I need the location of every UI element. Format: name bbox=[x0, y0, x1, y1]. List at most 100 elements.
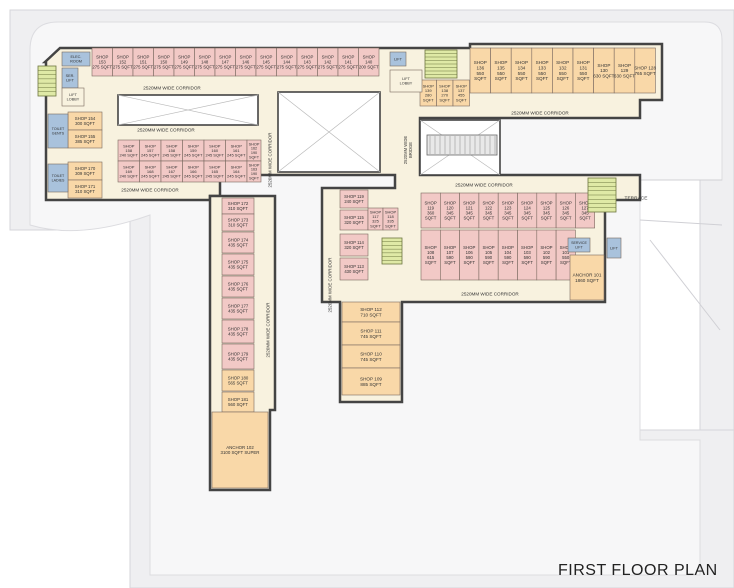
shop-unit-outline bbox=[221, 319, 255, 344]
lift-top: LIFT bbox=[389, 51, 407, 67]
atrium-void-1-cross bbox=[117, 94, 259, 126]
staircase-west bbox=[37, 65, 57, 97]
shop-unit-outline bbox=[61, 51, 91, 67]
staircase-center bbox=[381, 237, 403, 265]
shop-unit-label: SER.LIFT bbox=[66, 74, 75, 82]
atrium-void-2-cross bbox=[277, 91, 381, 173]
shop-unit-outline bbox=[569, 254, 605, 301]
shop-unit-outline bbox=[211, 411, 269, 489]
corridor-labels: TERRACE 2520MM WIDE CORRIDOR 2520MM WIDE C… bbox=[121, 86, 647, 358]
road-lines bbox=[639, 179, 723, 331]
shop-unit-label: LIFT bbox=[394, 57, 402, 61]
terrace-label: TERRACE bbox=[625, 196, 648, 202]
shop-unit-outline bbox=[47, 163, 69, 193]
shop-unit-outline bbox=[389, 69, 423, 93]
corridor-label-mid2: 2520MM WIDE CORRIDOR bbox=[121, 188, 179, 193]
shop-unit-outline bbox=[47, 113, 69, 149]
escalator bbox=[426, 134, 498, 156]
shop-unit-outline bbox=[221, 343, 255, 370]
corridor-label-vert1: 2520MM WIDE CORRIDOR bbox=[268, 133, 273, 188]
shop-unit-label: LIFT bbox=[610, 246, 618, 250]
shop-unit-outline bbox=[221, 213, 255, 232]
